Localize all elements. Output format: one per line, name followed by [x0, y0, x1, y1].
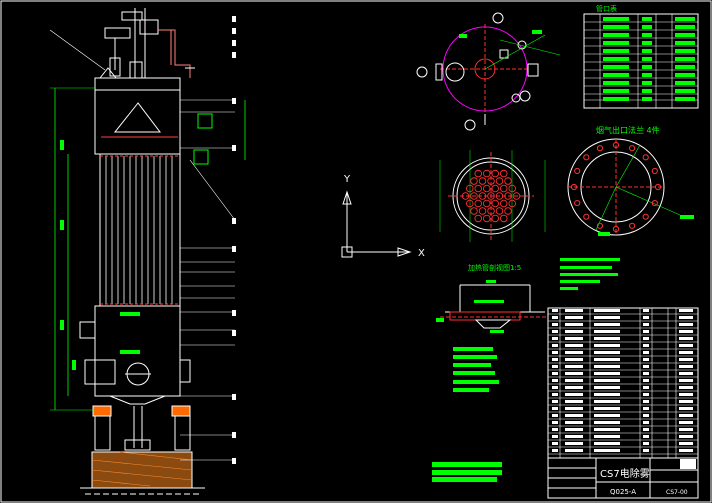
bolt-hole [654, 183, 662, 191]
tube-hole [483, 214, 491, 223]
tube-hole [483, 184, 491, 193]
heater-pipe-detail: 加热管剖视图1:5 [436, 263, 548, 333]
axis-x-label: X [418, 248, 425, 259]
tube-hole [504, 177, 512, 185]
top-plan-view [416, 12, 561, 131]
bolt-hole [596, 145, 604, 152]
flange-view-caption: 烟气出口法兰 4件 [596, 125, 660, 135]
tube-hole [504, 192, 512, 200]
bolt-hole [596, 222, 604, 229]
tube-sheet-view [439, 150, 546, 242]
tube-hole [491, 199, 500, 208]
title-block-name: CS7电除雾 [600, 467, 650, 480]
tube-hole [478, 192, 487, 200]
bolt-hole [628, 145, 636, 152]
parts-list [547, 307, 699, 459]
tube-hole [495, 192, 504, 200]
tube-hole [500, 199, 508, 208]
tube-hole [504, 207, 512, 215]
bolt-hole [612, 141, 620, 149]
bolt-hole [612, 225, 620, 233]
title-block: CS7电除雾 Q025-A CS7-00 [547, 457, 699, 499]
tube-hole [487, 192, 495, 200]
outlet-flange-view: 烟气出口法兰 4件 [567, 125, 694, 236]
bolt-hole [570, 183, 578, 191]
tube-hole [478, 177, 487, 185]
bolt-hole [651, 199, 658, 207]
tube-hole [508, 184, 517, 193]
foundation-block [91, 451, 193, 489]
tube-hole [500, 214, 508, 223]
bolt-hole [583, 154, 590, 161]
tube-hole [474, 184, 483, 193]
tube-hole [474, 169, 483, 178]
tube-hole [491, 184, 500, 193]
tube-hole [495, 177, 504, 185]
bolt-hole [583, 213, 590, 220]
title-block-sheet: CS7-00 [666, 489, 688, 496]
tube-hole [474, 199, 483, 208]
tube-hole [474, 214, 483, 223]
tube-hole [500, 184, 508, 193]
bolt-hole [651, 167, 658, 175]
tube-hole [487, 207, 495, 215]
tube-hole [483, 169, 491, 178]
ucs-axis-icon: Y X [341, 174, 425, 259]
nozzle-table-title: 管口表 [596, 4, 617, 13]
tube-hole [470, 207, 478, 215]
tube-hole [470, 177, 478, 185]
title-block-code: Q025-A [610, 488, 636, 496]
bolt-hole [628, 222, 636, 229]
tube-hole [495, 207, 504, 215]
tube-hole [491, 214, 500, 223]
tube-hole [491, 169, 500, 178]
axis-y-label: Y [343, 174, 351, 185]
tube-hole [470, 192, 478, 200]
detail-caption: 加热管剖视图1:5 [468, 263, 521, 272]
bolt-hole [642, 154, 649, 161]
vessel-elevation-view [49, 8, 246, 495]
bolt-hole [642, 213, 649, 220]
technical-notes [432, 258, 620, 482]
bolt-hole [574, 167, 581, 175]
tube-hole [487, 177, 495, 185]
tube-hole [500, 169, 508, 178]
tube-hole [508, 199, 517, 208]
nozzle-table: 管口表 [583, 4, 699, 109]
tube-hole [512, 192, 521, 200]
tube-hole [483, 199, 491, 208]
tube-hole [466, 184, 474, 193]
bolt-hole [574, 199, 581, 207]
tube-hole [478, 207, 487, 215]
tube-hole [466, 199, 474, 208]
tube-hole [461, 192, 470, 200]
vessel-top-head [94, 77, 181, 91]
